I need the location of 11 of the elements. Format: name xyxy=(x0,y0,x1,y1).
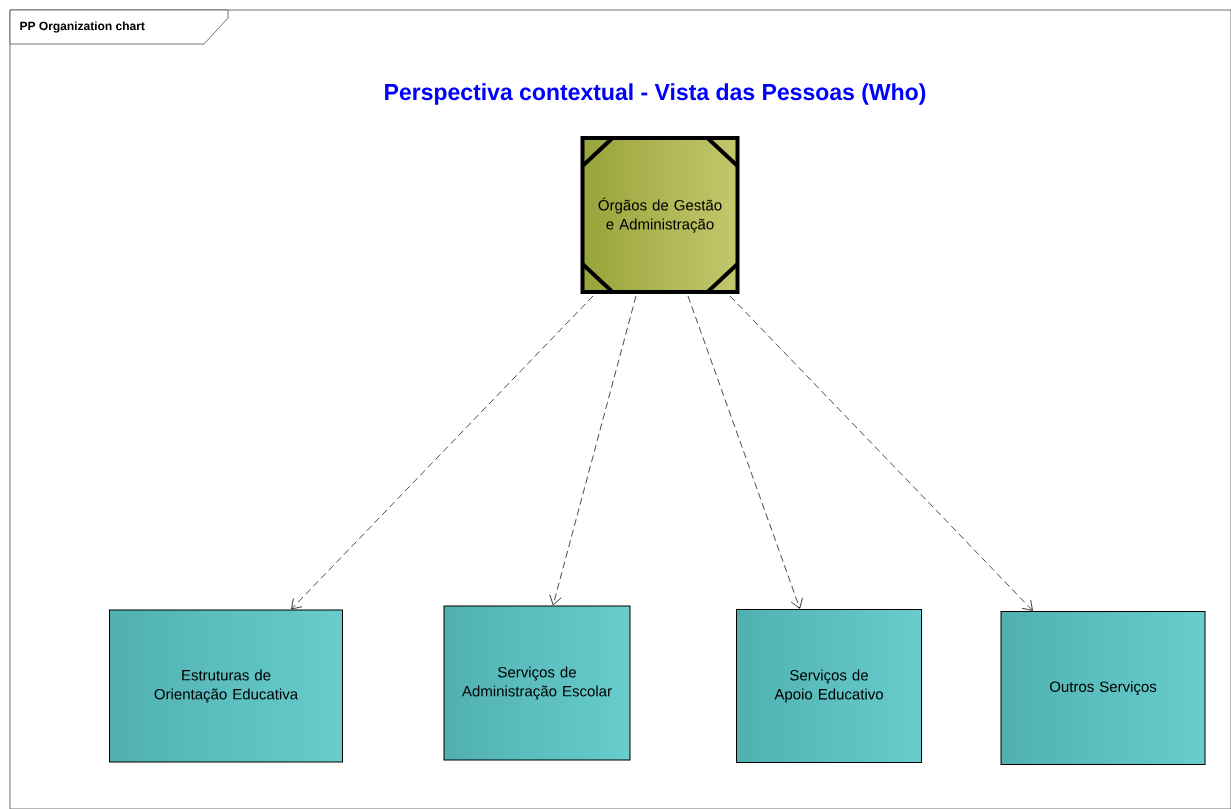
service-box: Outros Serviços xyxy=(1000,611,1206,765)
arrow xyxy=(291,295,594,610)
service-box: Serviços de Administração Escolar xyxy=(443,605,631,761)
arrow xyxy=(729,295,1033,611)
frame-label: PP Organization chart xyxy=(9,9,229,45)
organization-unit-box: Órgãos de Gestão e Administração xyxy=(580,136,740,294)
arrow xyxy=(549,295,637,606)
diagram-title: Perspectiva contextual - Vista das Pessoas (Who) xyxy=(385,83,926,105)
arrow xyxy=(687,295,803,609)
service-box: Estruturas de Orientação Educativa xyxy=(109,609,343,763)
service-box: Serviços de Apoio Educativo xyxy=(736,609,922,763)
